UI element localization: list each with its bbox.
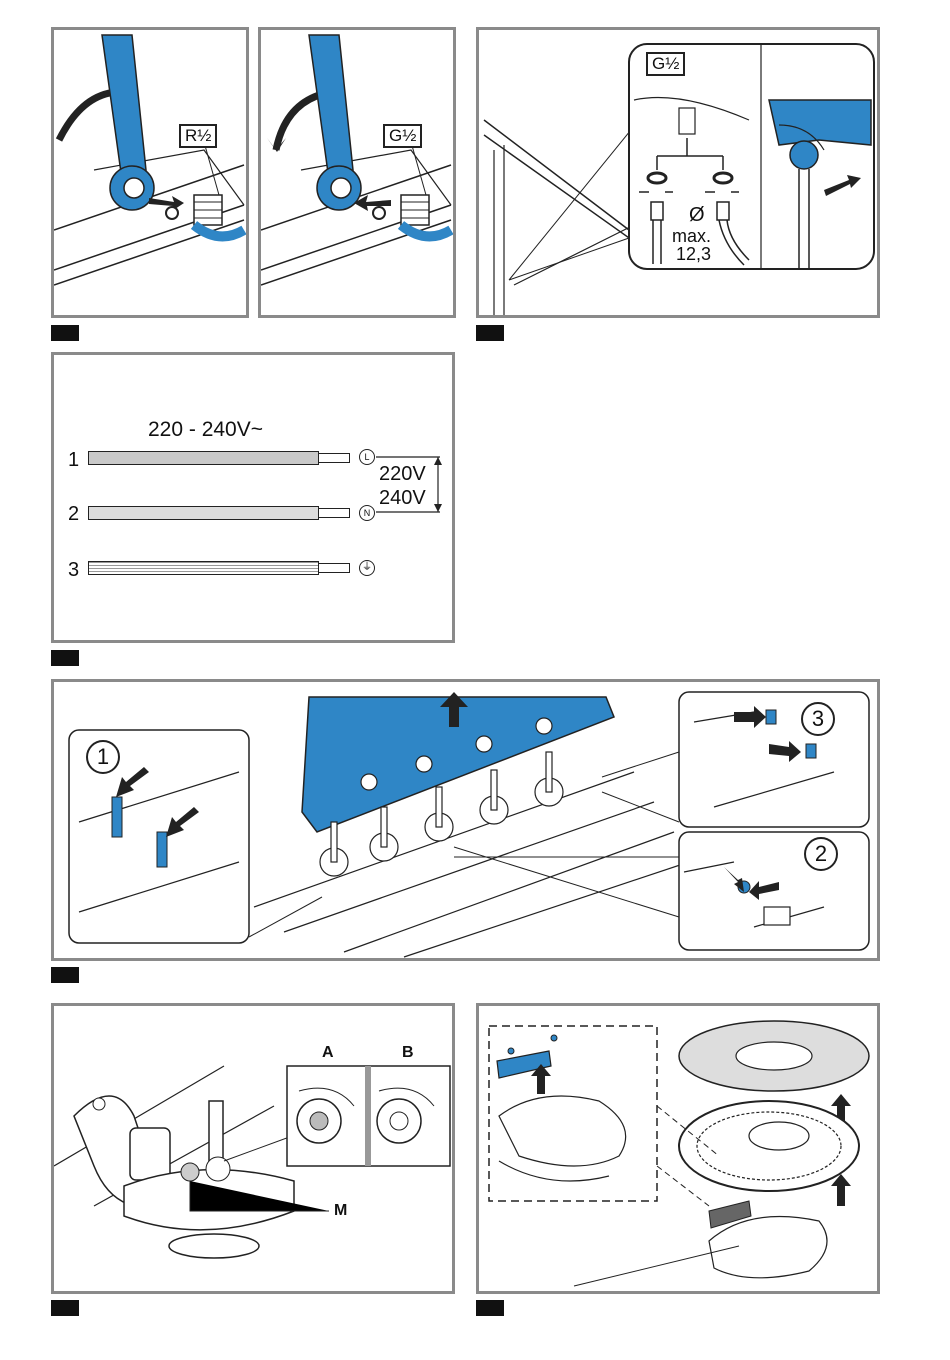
wire-neutral [88, 506, 319, 520]
wire-live-stripped-end [318, 453, 350, 463]
figure-6-number-tab [476, 1300, 504, 1316]
wire-number-3: 3 [68, 559, 79, 582]
callout-2: 2 [804, 837, 838, 871]
thread-label-g-half: G½ [383, 124, 422, 148]
figure-4-panel: 1 3 2 [51, 679, 880, 961]
wire-ground [88, 561, 319, 575]
wrench-g-half-illustration [261, 30, 453, 315]
label-a: A [322, 1044, 334, 1062]
figure-2-panel: G½ Ø max. 12,3 [476, 27, 880, 318]
label-m: M [334, 1202, 347, 1220]
voltage-low-label: 220V [379, 463, 426, 486]
wire-neutral-stripped-end [318, 508, 350, 518]
max-diameter-value: 12,3 [676, 244, 711, 265]
terminal-live-icon: L [359, 449, 375, 465]
figure-3-number-tab [51, 650, 79, 666]
wire-live [88, 451, 319, 465]
burner-disassembly-illustration [479, 1006, 877, 1291]
terminal-ground-icon: ⏚ [359, 560, 375, 576]
wire-number-2: 2 [68, 503, 79, 526]
figure-1b-panel: G½ [258, 27, 456, 318]
wire-number-1: 1 [68, 449, 79, 472]
figure-2-number-tab [476, 325, 504, 341]
figure-1-number-tab [51, 325, 79, 341]
callout-1: 1 [86, 740, 120, 774]
figure-1a-panel: R½ [51, 27, 249, 318]
callout-3: 3 [801, 702, 835, 736]
wrench-r-half-illustration [54, 30, 246, 315]
voltage-high-label: 240V [379, 487, 426, 510]
diameter-symbol: Ø [689, 204, 705, 227]
voltage-title: 220 - 240V~ [148, 418, 263, 442]
figure-4-number-tab [51, 967, 79, 983]
control-board-illustration [54, 682, 877, 958]
figure-5-panel: A B M [51, 1003, 455, 1294]
wire-ground-stripped-end [318, 563, 350, 573]
figure-3-panel: 220 - 240V~ 1 L 2 N 3 ⏚ 220V 240V [51, 352, 455, 643]
thread-label-r-half: R½ [179, 124, 217, 148]
figure-6-panel [476, 1003, 880, 1294]
figure-5-number-tab [51, 1300, 79, 1316]
thread-label-g-half: G½ [646, 52, 685, 76]
terminal-neutral-icon: N [359, 505, 375, 521]
label-b: B [402, 1044, 414, 1062]
gas-valve-illustration [54, 1006, 452, 1291]
